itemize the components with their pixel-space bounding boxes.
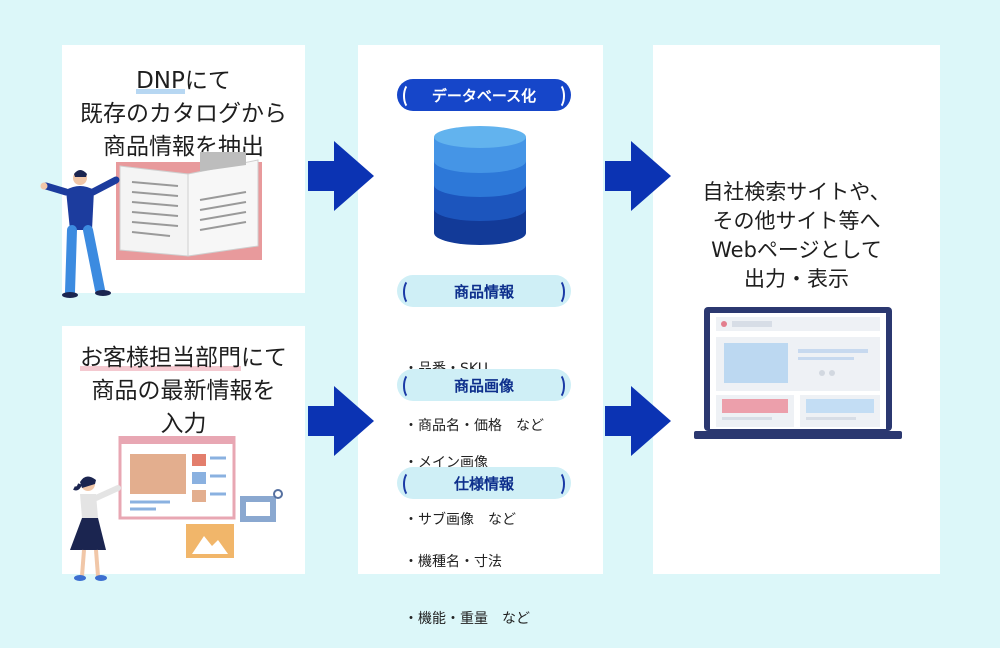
arrow-right-icon	[308, 141, 374, 211]
database-icon	[434, 126, 526, 245]
person-reading-catalog-illustration	[40, 152, 262, 298]
output-caption: 自社検索サイトや、 その他サイト等へ Webページとして 出力・表示	[702, 180, 891, 291]
laptop-icon	[694, 307, 902, 439]
dnp-highlight: DNP	[136, 68, 185, 94]
arrow-right-icon	[308, 386, 374, 456]
person-entering-data-illustration	[70, 436, 283, 581]
database-label: データベース化	[397, 79, 571, 111]
section-label-product-images: 商品画像	[397, 369, 571, 401]
arrow-right-icon	[605, 386, 671, 456]
section-label-product-info: 商品情報	[397, 275, 571, 307]
dnp-caption: DNPにて 既存のカタログから 商品情報を抽出	[80, 68, 287, 160]
customer-highlight: お客様担当部門	[80, 345, 241, 371]
section-items-specifications: ・機種名・寸法 ・機能・重量 など	[404, 554, 530, 627]
section-label-specifications: 仕様情報	[397, 467, 571, 499]
arrow-right-icon	[605, 141, 671, 211]
customer-caption: お客様担当部門にて 商品の最新情報を 入力	[80, 345, 287, 437]
